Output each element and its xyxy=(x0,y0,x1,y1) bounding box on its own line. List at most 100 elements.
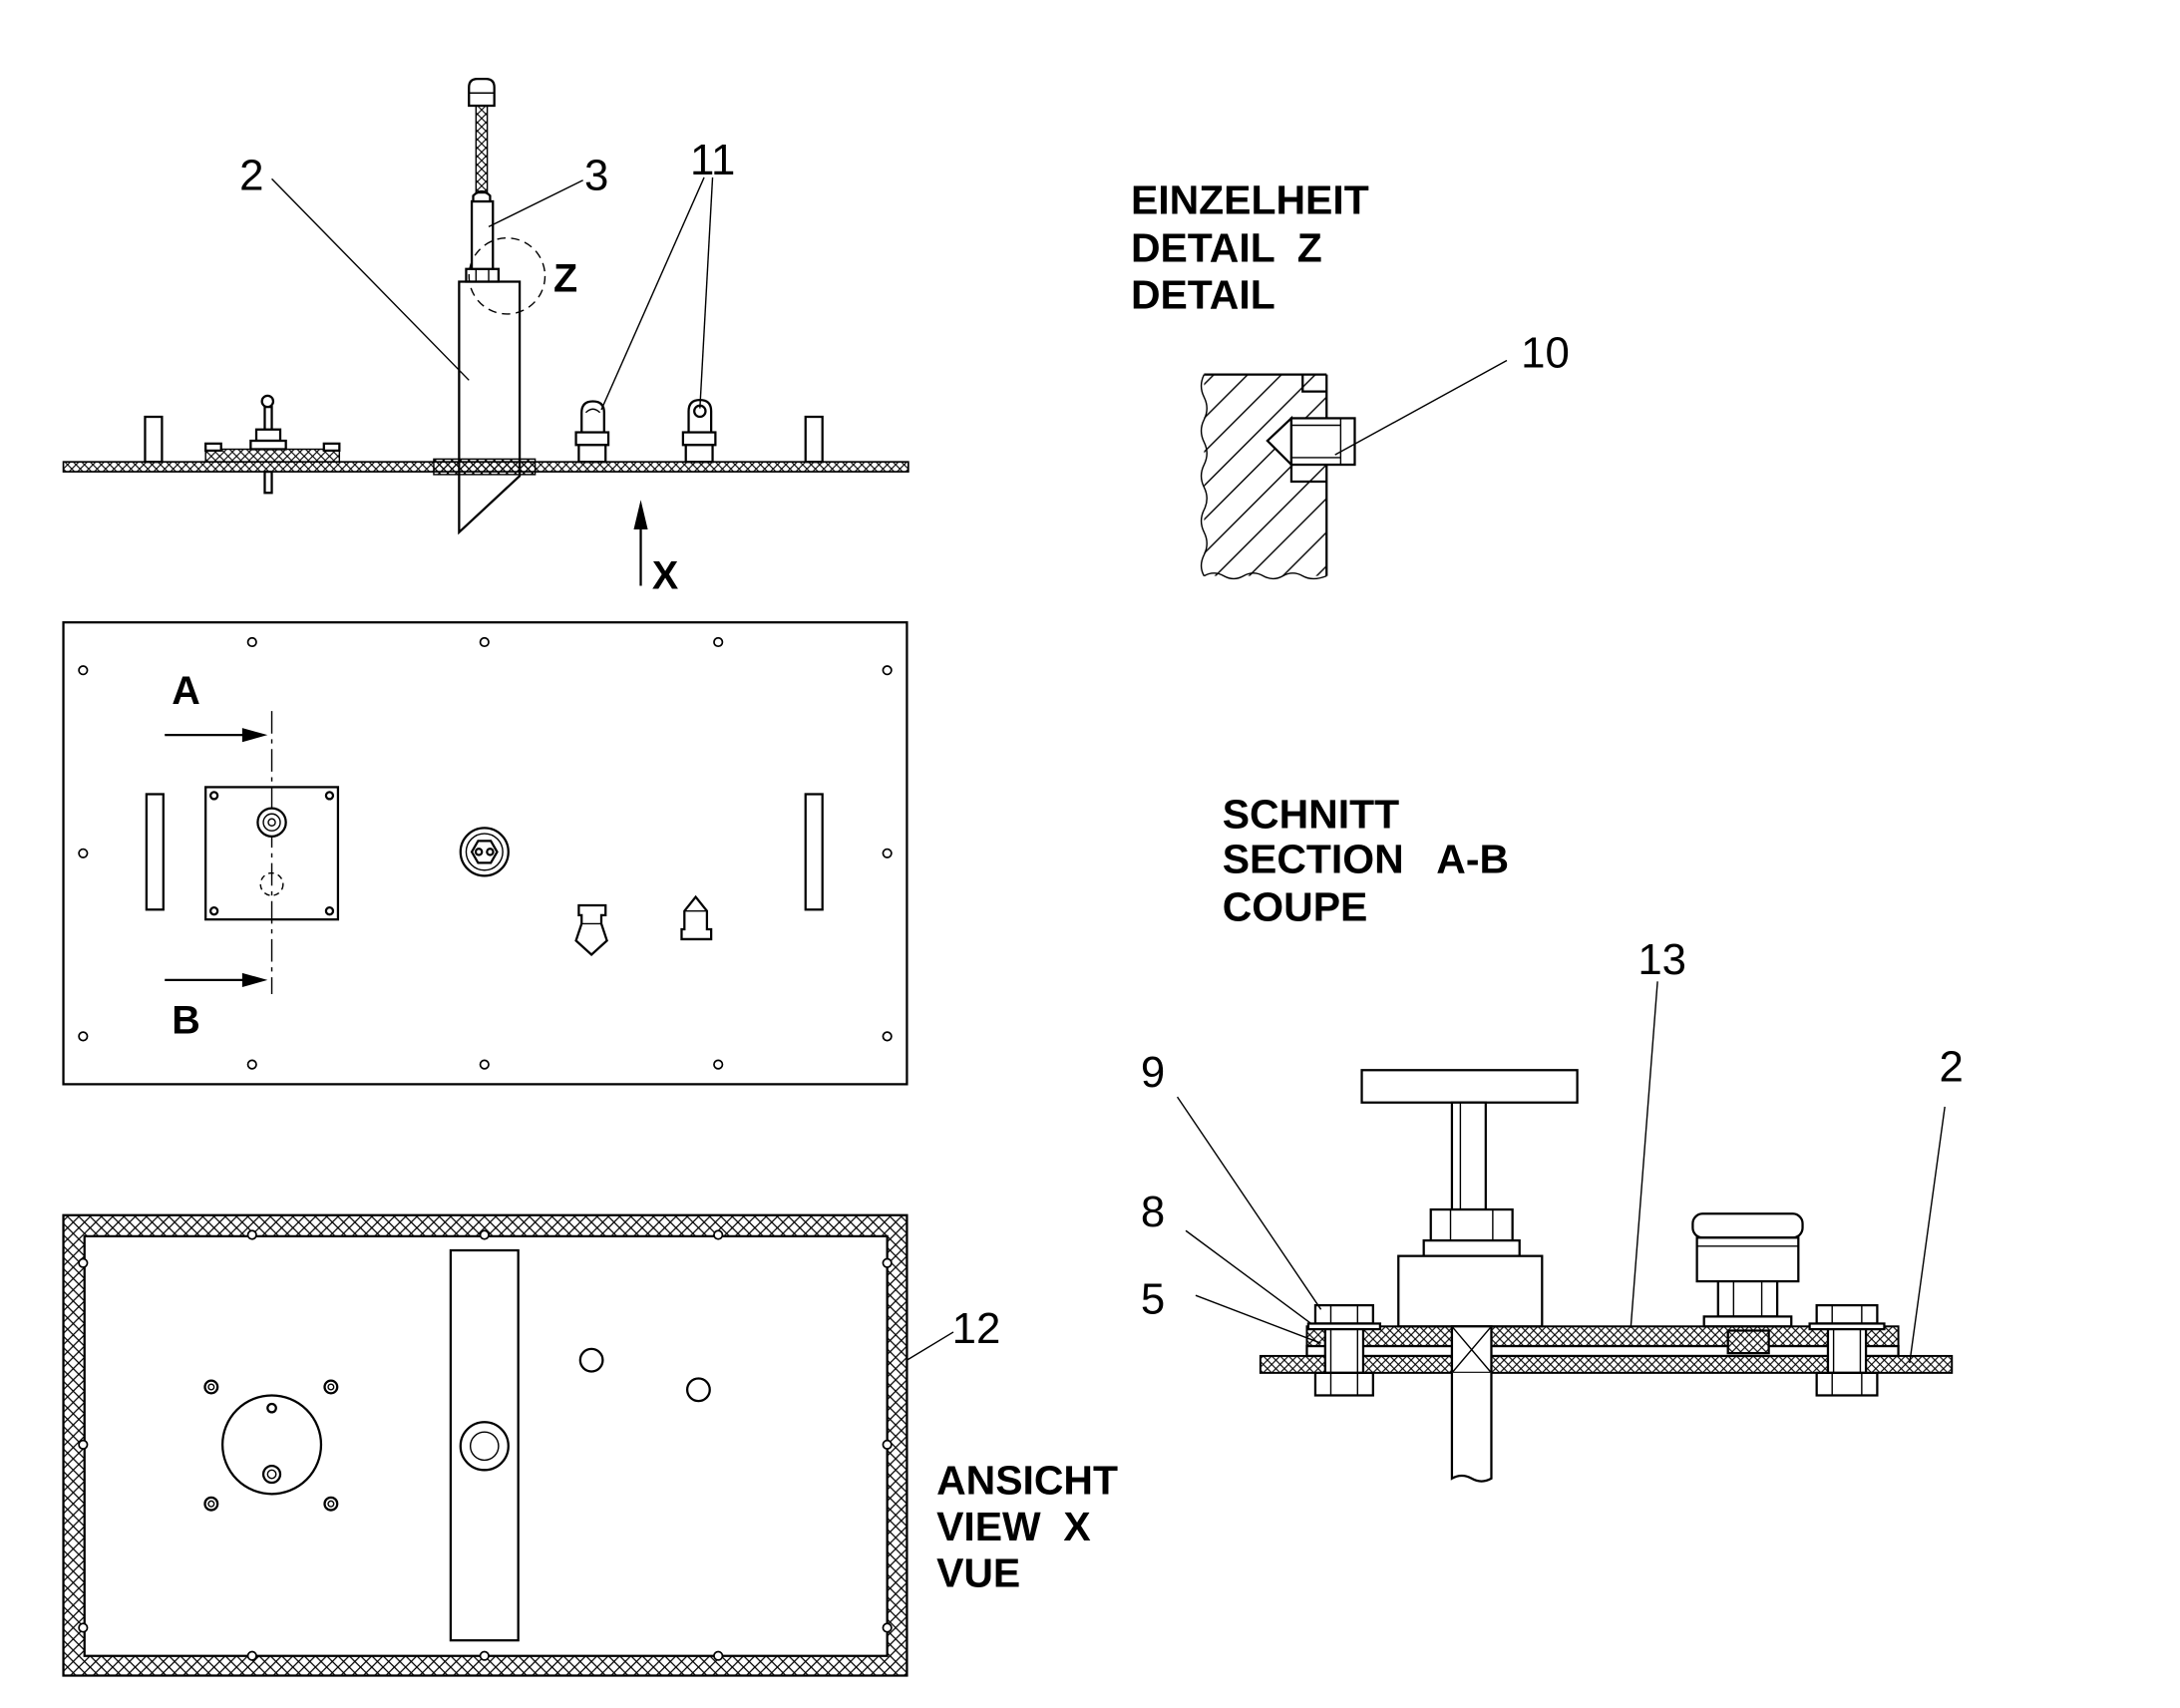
fitting-ball xyxy=(260,394,275,409)
valve-shaft-lower xyxy=(1450,1372,1493,1483)
mounting-hole xyxy=(882,848,893,858)
plate-corner-hole xyxy=(324,791,335,801)
plate-corner-hole xyxy=(208,906,219,916)
valve-hex-nut xyxy=(1429,1207,1514,1242)
fitting-hidden-stem xyxy=(259,871,284,896)
fitting-base xyxy=(249,439,287,451)
detail-z-title-fr: DETAIL xyxy=(1131,271,1275,317)
fitting-knob-outer xyxy=(256,807,287,838)
bolt-nut-left xyxy=(1313,1371,1374,1397)
housing-section-fill xyxy=(1204,374,1327,576)
detail-z-title-de: EINZELHEIT xyxy=(1131,177,1369,223)
mounting-hole xyxy=(78,1257,89,1268)
valve-body xyxy=(1397,1254,1544,1328)
gasket-gap xyxy=(1305,1344,1900,1358)
mounting-hole xyxy=(713,1059,724,1070)
plug-neck xyxy=(1716,1279,1779,1318)
mounting-hole xyxy=(882,1257,893,1268)
view-x: 12 ANSICHT VIEW X VUE xyxy=(62,1213,1118,1677)
leader-item-9 xyxy=(1176,1096,1322,1310)
item-label-2-section: 2 xyxy=(1940,1043,1964,1092)
nozzle-nut xyxy=(681,431,717,447)
plate-corner-hole xyxy=(324,906,335,916)
flange-stem-inner xyxy=(266,1469,277,1480)
bolt-head-left xyxy=(1313,1303,1374,1325)
sensor-nut xyxy=(465,267,501,283)
item-label-13: 13 xyxy=(1637,935,1686,984)
fitting-knob-inner xyxy=(262,813,281,832)
mounting-hole xyxy=(78,665,89,676)
left-post xyxy=(144,415,164,464)
nozzle-hole xyxy=(685,1377,711,1403)
right-slot xyxy=(804,793,824,911)
nozzle-plan-left xyxy=(574,903,608,956)
flange-stem-outer xyxy=(261,1464,282,1485)
section-mark-b: B xyxy=(172,999,200,1043)
detail-marker-label: Z xyxy=(553,256,577,300)
view-x-title-fr: VUE xyxy=(936,1550,1020,1596)
mounting-hole xyxy=(479,1059,490,1070)
leader-item-2-section xyxy=(1909,1106,1946,1364)
tube-gland-section xyxy=(433,458,537,476)
mounting-hole xyxy=(246,636,257,648)
leader-item-11 xyxy=(699,176,714,409)
housing-notch xyxy=(1301,374,1327,393)
flange-bolt xyxy=(203,1496,219,1512)
plan-plate-outline xyxy=(62,621,908,1086)
mounting-hole xyxy=(479,1229,490,1240)
mounting-hole xyxy=(882,1031,893,1042)
flange-bolt xyxy=(203,1379,219,1395)
nozzle-side-right xyxy=(681,398,717,464)
detail-z-title-en: DETAIL Z xyxy=(1131,225,1322,271)
valve-shaft-cross xyxy=(1451,1325,1492,1374)
view-x-title-en: VIEW X xyxy=(936,1504,1091,1549)
mounting-hole xyxy=(246,1650,257,1661)
gland-hex-nut xyxy=(470,840,499,864)
nozzle-hole xyxy=(578,1347,604,1373)
item-label-9: 9 xyxy=(1141,1048,1165,1097)
mounting-hole xyxy=(713,1650,724,1661)
leader-item-3 xyxy=(488,179,583,228)
mounting-hole xyxy=(479,1650,490,1661)
mounting-hole xyxy=(882,665,893,676)
item-label-12: 12 xyxy=(952,1304,1001,1353)
plan-view: A B xyxy=(62,621,908,1086)
mounting-hole xyxy=(479,636,490,648)
mounting-hole xyxy=(713,636,724,648)
section-title-de: SCHNITT xyxy=(1223,791,1399,837)
leader-item-8 xyxy=(1185,1229,1312,1325)
item-label-5: 5 xyxy=(1141,1275,1165,1324)
flange-circle xyxy=(220,1394,323,1496)
probe-bore-outer xyxy=(459,1421,510,1472)
probe-bore-inner xyxy=(469,1431,500,1462)
nozzle-plan-right xyxy=(680,894,713,941)
housing-break-bottom xyxy=(1204,572,1327,580)
mounting-hole xyxy=(78,1622,89,1633)
nozzle-top xyxy=(580,400,605,433)
view-x-arrow-head xyxy=(633,500,648,530)
nozzle-thread xyxy=(684,444,714,464)
mounting-hole xyxy=(78,848,89,858)
valve-fitting-side xyxy=(204,394,341,495)
section-arrow-a-head xyxy=(241,728,268,743)
mounting-hole xyxy=(246,1059,257,1070)
view-x-holes xyxy=(78,1229,893,1661)
fitting-knob-center xyxy=(267,818,276,827)
housing-inner-edge xyxy=(1289,465,1327,484)
mounting-hole xyxy=(882,1439,893,1450)
fitting-plate xyxy=(204,448,341,463)
valve-washer xyxy=(1422,1239,1521,1257)
mounting-hole xyxy=(713,1229,724,1240)
nozzle-nut xyxy=(574,431,610,447)
flange-bolt-center xyxy=(327,1500,335,1508)
hatched-frame xyxy=(62,1213,908,1677)
mounting-hole xyxy=(882,1622,893,1633)
mounting-hole xyxy=(78,1439,89,1450)
housing-break-left xyxy=(1200,374,1208,576)
plug-insert xyxy=(1726,1329,1770,1354)
probe-tube xyxy=(458,280,522,535)
side-view: 2 3 11 Z X xyxy=(62,77,909,597)
leader-item-12 xyxy=(907,1331,954,1361)
right-post xyxy=(804,415,824,464)
